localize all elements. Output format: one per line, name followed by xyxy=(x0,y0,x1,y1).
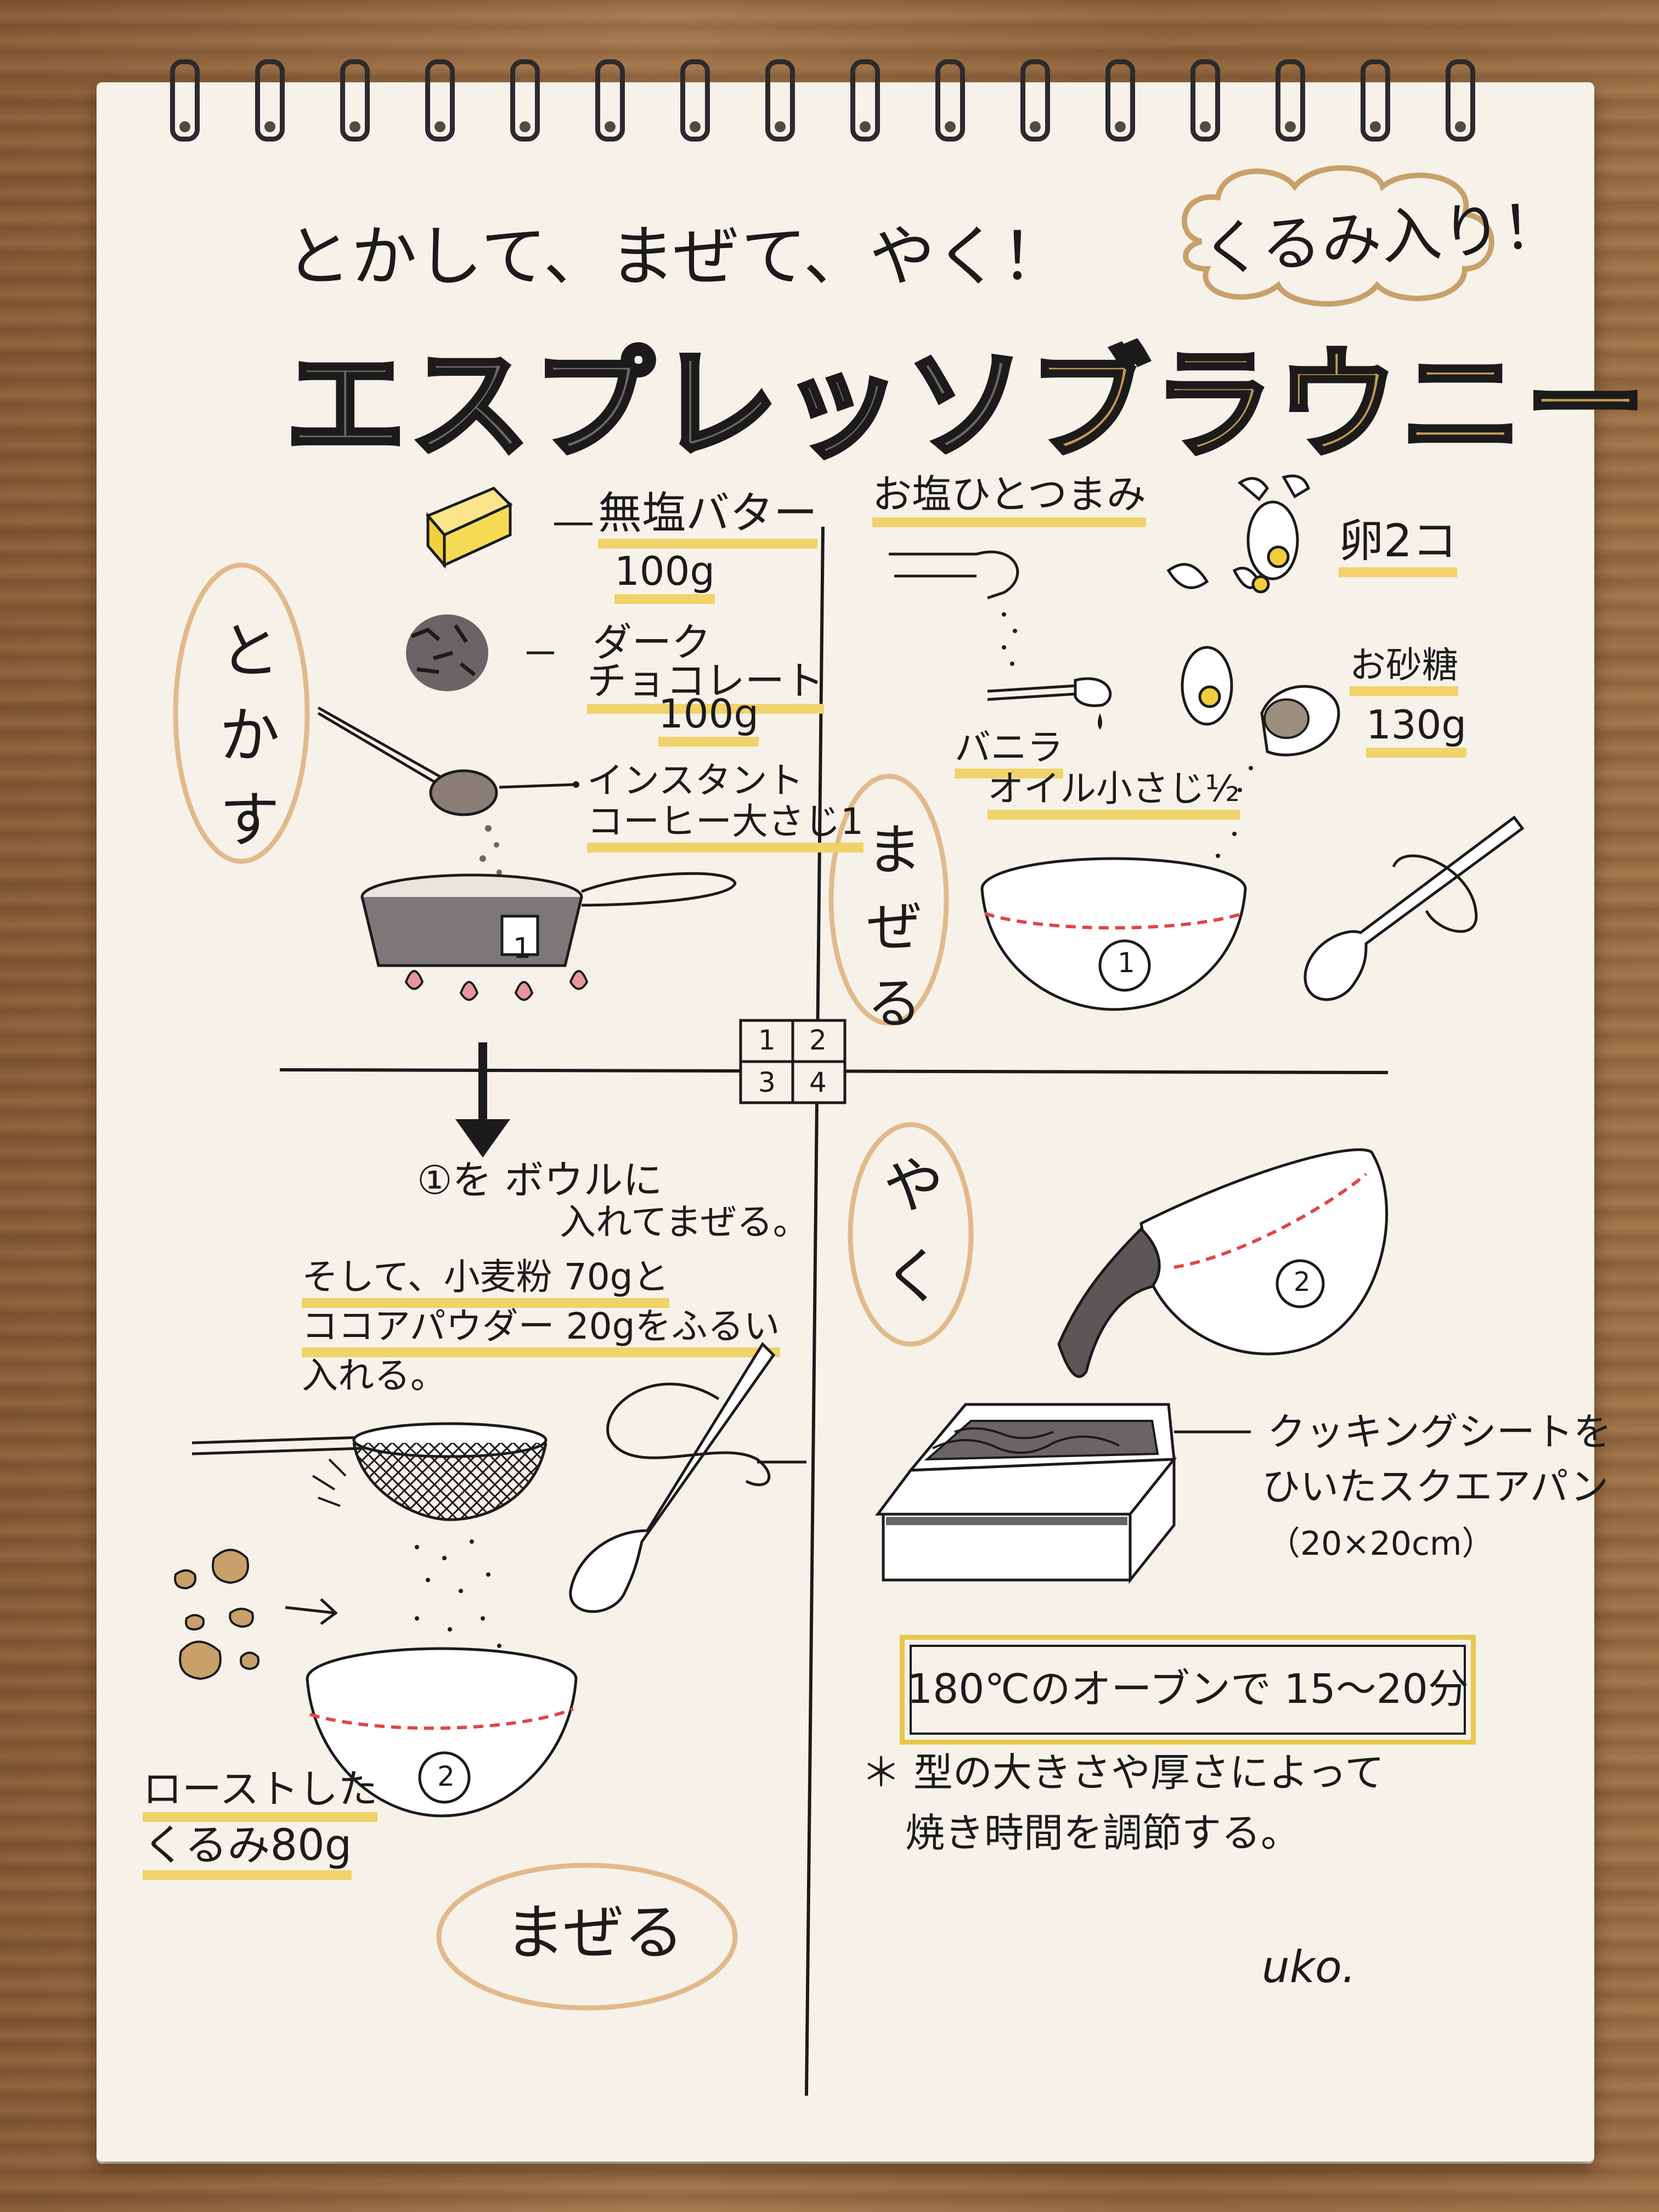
note-line2: 焼き時間を調節する。 xyxy=(905,1810,1301,1856)
coffee-spoon-icon xyxy=(429,769,498,816)
step-label-final-mix: まぜる xyxy=(505,1898,684,1968)
step-label-bake: やく xyxy=(883,1151,944,1312)
butter-icon xyxy=(425,487,513,569)
measuring-spoon-icon xyxy=(1074,677,1112,707)
bowl2-number: 2 xyxy=(437,1760,455,1792)
eggs-icon xyxy=(1166,475,1311,726)
step-label-melt: とかす xyxy=(219,616,280,855)
grid-number-3: 3 xyxy=(758,1066,776,1098)
spiral-ring xyxy=(425,59,455,142)
spiral-ring xyxy=(1020,59,1050,142)
sugar-amount: 130g xyxy=(1366,702,1467,758)
spiral-ring xyxy=(1446,59,1475,142)
step-label-mix: まぜる xyxy=(867,818,922,1036)
spiral-ring xyxy=(1276,59,1305,142)
title-part-brownie: ブラウニー xyxy=(1027,332,1650,477)
grid-number-1: 1 xyxy=(758,1024,776,1056)
step3-line5: 入れる。 xyxy=(302,1355,447,1397)
pouring-bowl-icon xyxy=(1057,1148,1389,1378)
arrow-down-icon xyxy=(455,1119,510,1158)
coffee-name-line2: コーヒー大さじ1 xyxy=(587,800,864,853)
pan-line1: クッキングシートを xyxy=(1267,1409,1612,1454)
hand-pinch-icon xyxy=(889,550,1019,600)
chocolate-name-line2: チョコレート xyxy=(587,658,825,714)
spiral-ring xyxy=(340,59,370,142)
mixing-bowl-2-icon xyxy=(306,1647,578,1818)
pan-size: （20×20cm） xyxy=(1267,1525,1495,1563)
spiral-ring xyxy=(1105,59,1135,142)
page-title: エスプレッソブラウニー xyxy=(283,307,1650,482)
badge-cloud-shape xyxy=(1181,165,1494,307)
chocolate-name-line1: ダーク xyxy=(592,619,712,665)
sugar-name: お砂糖 xyxy=(1350,644,1458,696)
chocolate-icon xyxy=(406,614,488,691)
bowl1-number: 1 xyxy=(1118,947,1135,979)
step3-line1: ①を ボウルに xyxy=(417,1157,663,1203)
pan-line2: ひいたスクエアパン xyxy=(1262,1464,1609,1509)
step3-line2: 入れてまぜる。 xyxy=(560,1201,809,1243)
mixing-bowl-icon xyxy=(980,857,1247,1011)
subtitle: とかして、まぜて、やく！ xyxy=(285,219,1067,295)
spiral-ring xyxy=(1361,59,1390,142)
spiral-ring xyxy=(595,59,625,142)
vanilla-line1: バニラ xyxy=(955,726,1063,778)
square-pan-icon xyxy=(875,1403,1177,1584)
spiral-ring xyxy=(680,59,710,142)
eggs-label: 卵2コ xyxy=(1339,515,1458,577)
walnuts-line1: ローストした xyxy=(143,1766,378,1822)
step3-line4: ココアパウダー 20gをふるい xyxy=(302,1305,780,1357)
butter-name: 無塩バター xyxy=(598,488,817,549)
spatula-icon xyxy=(1304,815,1525,1001)
saucepan-icon xyxy=(360,872,737,1001)
spiral-ring xyxy=(935,59,965,142)
arrow-right-icon xyxy=(285,1598,338,1626)
title-part-espresso: エスプレッソ xyxy=(283,332,1030,477)
signature: uko. xyxy=(1262,1942,1356,1993)
spiral-ring xyxy=(765,59,795,142)
note-line1: ＊ 型の大きさや厚さによって xyxy=(861,1750,1385,1796)
sieve-icon xyxy=(191,1422,548,1521)
walnuts-icon xyxy=(174,1549,259,1680)
pot-number: 1 xyxy=(513,932,532,965)
spiral-ring xyxy=(255,59,285,142)
oven-instruction-box: 180℃のオーブンで 15〜20分 xyxy=(900,1635,1476,1745)
spiral-ring xyxy=(510,59,540,142)
coffee-name-line1: インスタント xyxy=(587,759,804,802)
step3-line3: そして、小麦粉 70gと xyxy=(302,1256,669,1308)
spatula-2-icon xyxy=(569,1341,776,1613)
bowl3-number: 2 xyxy=(1294,1267,1311,1297)
grid-number-2: 2 xyxy=(809,1024,827,1056)
sketchbook-page xyxy=(97,82,1594,2162)
oven-instruction: 180℃のオーブンで 15〜20分 xyxy=(907,1666,1469,1713)
walnuts-line2: くるみ80g xyxy=(143,1821,352,1880)
spiral-ring xyxy=(850,59,880,142)
spiral-ring xyxy=(170,59,200,142)
spiral-ring xyxy=(1190,59,1220,142)
chocolate-amount: 100g xyxy=(658,691,759,747)
grid-number-4: 4 xyxy=(809,1066,827,1098)
vanilla-line2: オイル小さじ½ xyxy=(988,768,1240,820)
butter-amount: 100g xyxy=(614,548,715,604)
salt-label: お塩ひとつまみ xyxy=(872,471,1146,527)
